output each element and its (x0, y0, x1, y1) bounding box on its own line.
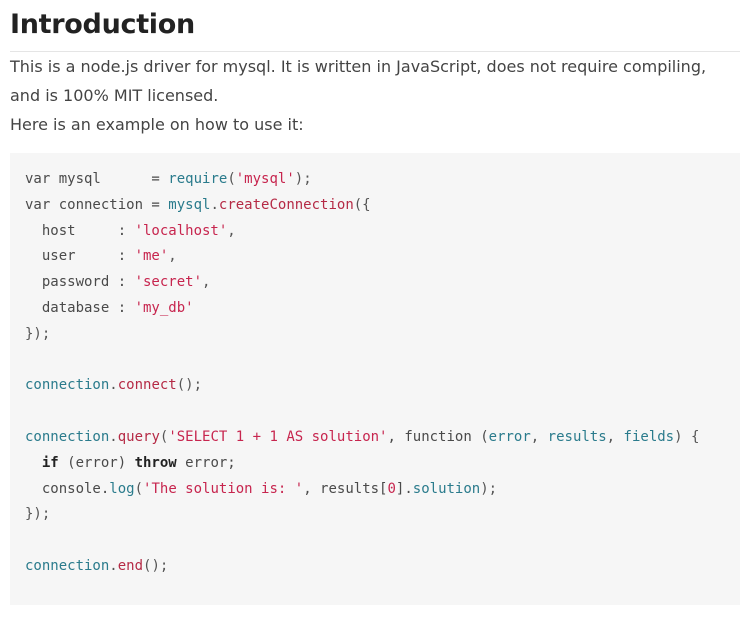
code-token: 'me' (134, 248, 169, 265)
code-token: connection (25, 557, 110, 574)
code-token: log (109, 480, 135, 497)
code-line: host : 'localhost', (25, 219, 740, 245)
code-token: (); (176, 377, 203, 394)
code-token: 'mysql' (235, 171, 295, 187)
code-token: query (117, 428, 160, 445)
code-token: connect (117, 377, 177, 394)
code-line: connection.query('SELECT 1 + 1 AS soluti… (25, 425, 740, 451)
code-token: connection (25, 428, 110, 445)
code-token: var mysql = (25, 171, 169, 187)
code-token: 'localhost' (134, 222, 228, 239)
code-token: ); (480, 480, 498, 497)
code-token: }); (25, 506, 51, 523)
code-token: . (109, 557, 118, 574)
page-title: Introduction (10, 9, 195, 40)
code-token: ]. (395, 480, 413, 497)
code-token (25, 455, 42, 471)
code-line: database : 'my_db' (25, 296, 740, 322)
code-token: 'my_db' (134, 299, 194, 316)
code-token: ); (294, 171, 312, 187)
code-token: user : (25, 248, 135, 265)
code-token: var connection = (25, 196, 169, 213)
code-token: , results[ (303, 480, 388, 497)
code-token: 'SELECT 1 + 1 AS solution' (168, 428, 388, 445)
code-token: results (547, 428, 607, 445)
code-token: host : (25, 222, 135, 239)
intro-paragraph: This is a node.js driver for mysql. It i… (10, 57, 707, 105)
code-token: error (488, 428, 531, 445)
code-token: password : (25, 274, 135, 291)
code-token: . (109, 428, 118, 445)
code-token: , (227, 222, 236, 239)
code-token: ( (134, 480, 144, 497)
code-line: }); (25, 502, 740, 528)
code-line: console.log('The solution is: ', results… (25, 477, 740, 503)
code-token: ( (227, 171, 236, 187)
code-token: createConnection (218, 196, 354, 213)
code-token: 0 (387, 480, 396, 497)
code-token: , (530, 428, 548, 445)
code-line: user : 'me', (25, 244, 740, 270)
code-line: var mysql = require('mysql'); (25, 167, 740, 193)
code-token: ) { (674, 428, 700, 445)
document-page: Introduction This is a node.js driver fo… (10, 0, 740, 605)
code-token: if (41, 454, 59, 471)
code-token: ({ (353, 196, 371, 213)
code-token: require (168, 171, 228, 187)
code-token: 'The solution is: ' (143, 480, 304, 497)
code-line: connection.connect(); (25, 373, 740, 399)
code-token: connection (25, 377, 110, 394)
code-token: , (202, 274, 211, 291)
heading-divider (10, 51, 740, 52)
code-token: database : (25, 299, 135, 316)
code-token: 'secret' (134, 274, 203, 291)
code-token: (error) (58, 454, 135, 471)
code-token: error; (176, 454, 236, 471)
code-token: (); (143, 557, 169, 574)
code-token: mysql (168, 196, 211, 213)
code-token: solution (412, 480, 481, 497)
code-token: console. (25, 480, 110, 497)
code-line (25, 399, 740, 425)
code-line (25, 528, 740, 554)
code-token: throw (134, 454, 177, 471)
code-line: password : 'secret', (25, 270, 740, 296)
code-line: var connection = mysql.createConnection(… (25, 193, 740, 219)
code-line: }); (25, 322, 740, 348)
code-token: , (168, 248, 177, 265)
code-line: if (error) throw error; (25, 451, 740, 477)
example-paragraph: Here is an example on how to use it: (10, 115, 304, 134)
code-token: . (210, 196, 219, 213)
code-token: , function ( (387, 428, 489, 445)
code-line: connection.end(); (25, 554, 740, 580)
code-token: fields (623, 428, 675, 445)
code-token: }); (25, 325, 51, 342)
code-token: end (117, 557, 144, 574)
code-token: . (109, 377, 118, 394)
code-line (25, 348, 740, 374)
code-token: ( (159, 428, 169, 445)
code-token: , (606, 428, 624, 445)
code-block[interactable]: var mysql = require('mysql');var connect… (10, 153, 740, 605)
